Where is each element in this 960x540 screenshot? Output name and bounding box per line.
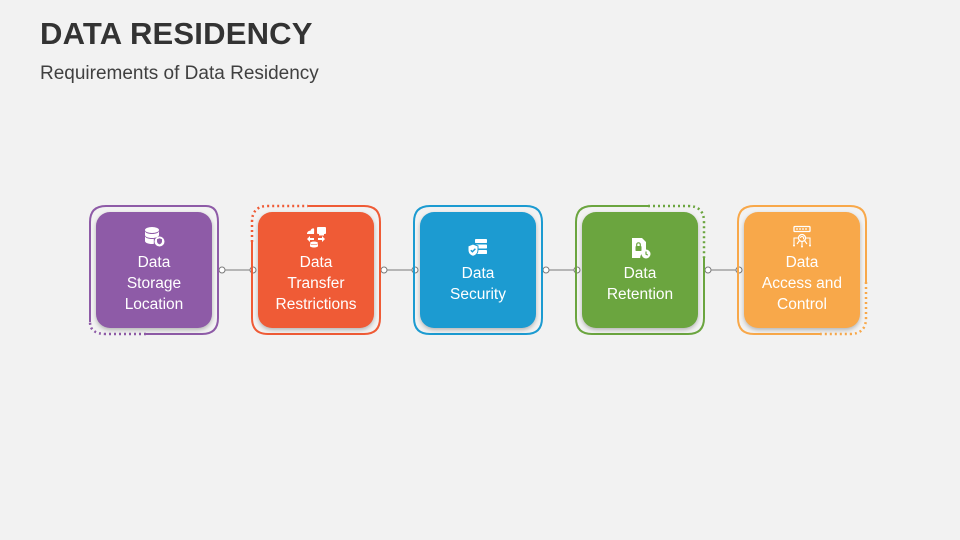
step-label-line: Data: [785, 254, 819, 271]
step-card: Data Transfer Restrictions: [258, 212, 374, 328]
step-label: Data Access and Control: [758, 252, 846, 315]
step-frame: [737, 205, 868, 336]
step-label-line: Data: [299, 254, 333, 271]
step-card: Data Storage Location: [96, 212, 212, 328]
step-frame: [88, 205, 219, 336]
step-label-line: Data: [137, 254, 171, 271]
step-data-access-and-control: Data Access and Control: [734, 202, 870, 338]
document-lock-clock-icon: [632, 237, 651, 258]
step-data-transfer-restrictions: Data Transfer Restrictions: [248, 202, 384, 338]
step-data-retention: Data Retention: [572, 202, 708, 338]
step-label-line: Retention: [606, 285, 674, 303]
step-label: Data Storage Location: [121, 252, 188, 315]
step-frame: [250, 204, 381, 335]
step-frame: [413, 205, 543, 335]
step-label-line: Control: [777, 296, 827, 313]
page-subtitle: Requirements of Data Residency: [40, 63, 319, 84]
step-data-security: Data Security: [410, 202, 546, 338]
step-card: Data Security: [420, 212, 536, 328]
step-data-storage-location: Data Storage Location: [86, 202, 222, 338]
cloud-transfer-icon: [307, 227, 326, 248]
step-label-line: Transfer: [287, 275, 345, 292]
database-shield-icon: [145, 227, 165, 247]
access-control-icon: [793, 225, 811, 248]
step-label: Data Security: [446, 263, 510, 305]
step-label-line: Location: [124, 296, 184, 313]
step-label-line: Data: [623, 264, 657, 282]
page-title: DATA RESIDENCY: [40, 16, 313, 51]
server-shield-icon: [467, 238, 487, 257]
step-label-line: Data: [461, 264, 495, 282]
step-label-line: Access and: [761, 275, 843, 292]
step-label-line: Storage: [126, 275, 182, 292]
step-label: Data Transfer Restrictions: [272, 252, 361, 315]
step-frame: [575, 204, 706, 335]
step-card: Data Retention: [582, 212, 698, 328]
step-card: Data Access and Control: [744, 212, 860, 328]
step-label-line: Security: [450, 285, 506, 303]
step-label: Data Retention: [603, 263, 677, 305]
step-label-line: Restrictions: [275, 296, 357, 313]
